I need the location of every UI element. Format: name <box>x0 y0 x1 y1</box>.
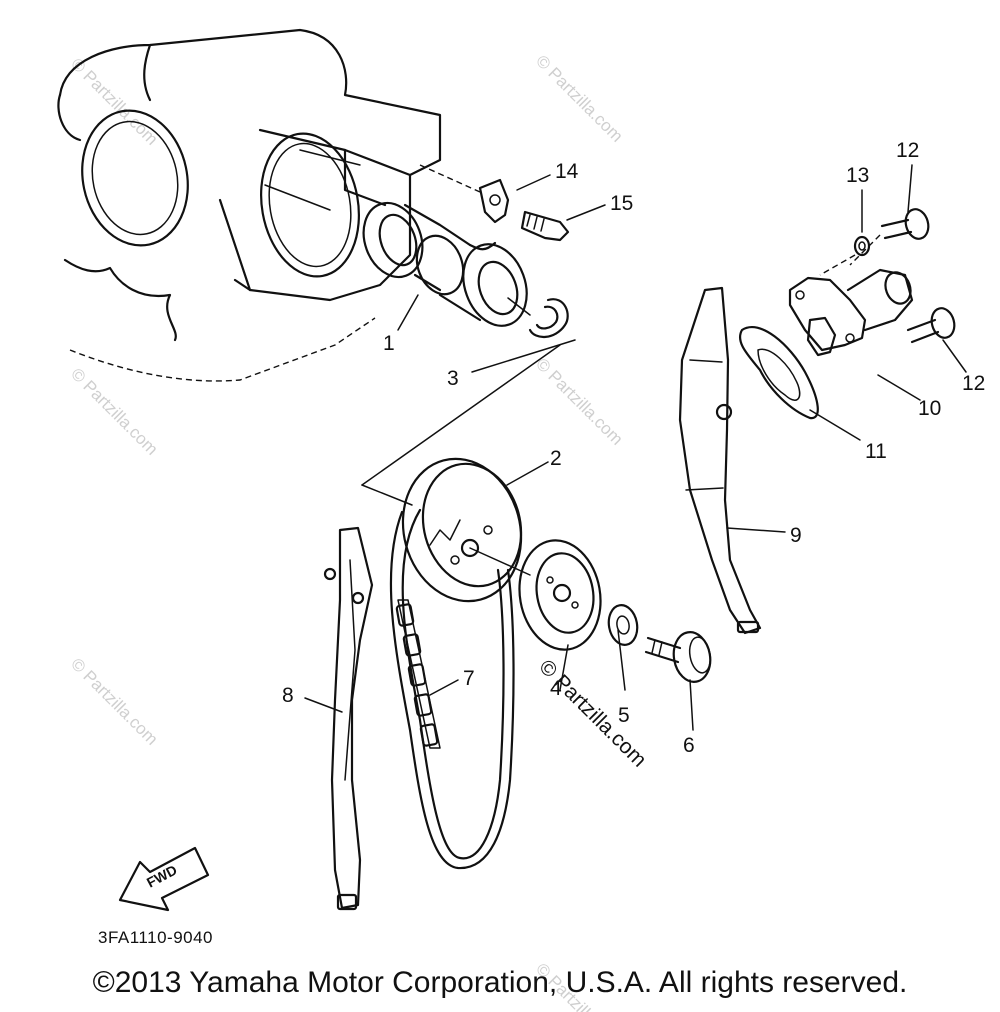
watermark-text: © Partzilla.com <box>534 655 650 771</box>
callout-3: 3 <box>447 367 459 390</box>
watermark-text: © Partzilla.com <box>67 364 161 458</box>
callout-12-right: 12 <box>962 372 985 395</box>
leader-lines <box>304 164 967 731</box>
callout-12-top: 12 <box>896 139 919 162</box>
callout-7: 7 <box>463 667 475 690</box>
tensioner-guide <box>678 286 762 635</box>
copyright-notice: ©2013 Yamaha Motor Corporation, U.S.A. A… <box>92 966 908 999</box>
fwd-arrow: FWD <box>118 846 210 912</box>
cam-chain <box>389 508 515 870</box>
watermark-text: © Partzilla.com <box>532 354 626 448</box>
callout-4: 4 <box>550 677 562 700</box>
sprocket-bolt <box>644 631 712 683</box>
camshaft <box>362 201 531 327</box>
callout-10: 10 <box>918 397 941 420</box>
tensioner-assembly <box>788 268 914 357</box>
watermark-text: © Partzilla.com <box>532 51 626 145</box>
cylinder-head <box>57 28 442 382</box>
callout-9: 9 <box>790 524 802 547</box>
sprocket-flange <box>469 539 602 651</box>
callout-14: 14 <box>555 160 579 183</box>
callout-8: 8 <box>282 684 294 707</box>
callout-2: 2 <box>550 447 562 470</box>
diagram-code: 3FA1110-9040 <box>98 928 214 947</box>
callout-5: 5 <box>618 704 630 727</box>
watermark-text: © Partzilla.com <box>67 54 161 148</box>
tensioner-gasket <box>739 326 819 420</box>
chain-guide <box>323 526 374 911</box>
chain-links <box>395 603 439 747</box>
washer <box>607 604 639 646</box>
callout-13: 13 <box>846 164 869 187</box>
watermark-text: © Partzilla.com <box>67 654 161 748</box>
callout-15: 15 <box>610 192 633 215</box>
callout-11: 11 <box>865 440 887 463</box>
callout-1: 1 <box>383 332 395 355</box>
cam-sprocket <box>361 344 561 603</box>
callout-6: 6 <box>683 734 695 757</box>
callout-labels: 1 2 3 4 5 6 7 8 9 10 11 12 12 13 14 15 <box>282 139 985 757</box>
circlip <box>528 298 569 338</box>
bracket-and-bolt <box>419 164 570 242</box>
tensioner-hardware <box>819 208 956 344</box>
